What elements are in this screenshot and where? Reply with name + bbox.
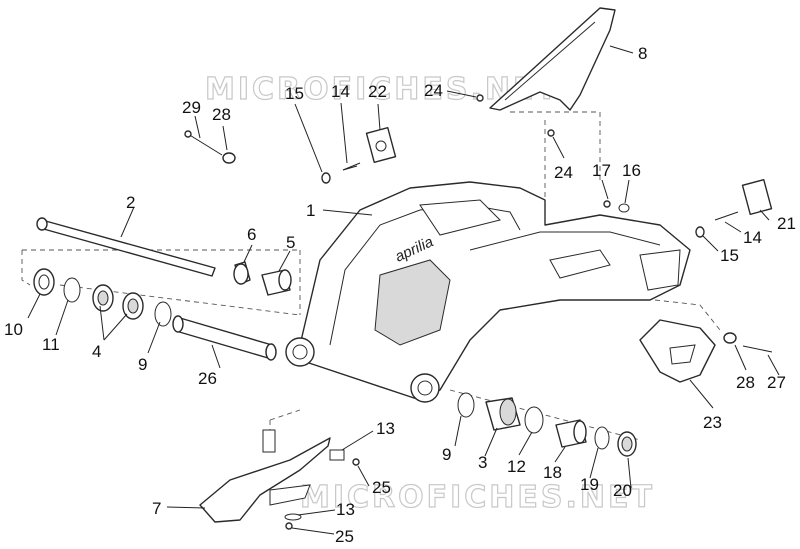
callout-17: 17 [592, 161, 611, 180]
watermark-bottom: MICROFICHES.NET [300, 480, 655, 515]
left-bearing-set [33, 268, 172, 327]
callout-16: 16 [622, 161, 641, 180]
callout-25-lower: 25 [335, 527, 354, 546]
callout-23: 23 [703, 413, 722, 432]
callout-21: 21 [777, 214, 796, 233]
callout-29: 29 [182, 98, 201, 117]
callout-1: 1 [306, 201, 315, 220]
callout-14-right: 14 [743, 228, 762, 247]
callout-24-lower: 24 [554, 163, 573, 182]
leader-lines [27, 45, 780, 535]
right-bearing-set [457, 392, 637, 457]
callout-9-right: 9 [442, 445, 451, 464]
callout-10: 10 [4, 320, 23, 339]
callout-12: 12 [507, 457, 526, 476]
pivot-bushes [233, 261, 292, 296]
swingarm: aprilia [285, 181, 691, 403]
callout-25-upper: 25 [372, 478, 391, 497]
callouts: 1 2 3 4 5 6 7 8 9 9 10 11 12 13 13 14 14… [4, 44, 796, 546]
chain-guide-upper [489, 7, 616, 111]
callout-13-upper: 13 [376, 419, 395, 438]
callout-28-right: 28 [736, 373, 755, 392]
callout-28-left: 28 [212, 105, 231, 124]
chain-slider [199, 429, 331, 523]
callout-6: 6 [247, 225, 256, 244]
spacer-tube [172, 315, 277, 361]
callout-9-left: 9 [138, 355, 147, 374]
callout-15-right: 15 [720, 246, 739, 265]
callout-15-left: 15 [285, 84, 304, 103]
callout-20: 20 [613, 481, 632, 500]
callout-27: 27 [767, 373, 786, 392]
callout-18: 18 [543, 463, 562, 482]
callout-11: 11 [42, 335, 60, 354]
callout-14-left: 14 [331, 82, 350, 101]
callout-5: 5 [286, 233, 295, 252]
callout-24-upper: 24 [424, 81, 443, 100]
callout-7: 7 [152, 499, 161, 518]
fasteners [184, 94, 773, 530]
callout-3: 3 [478, 453, 487, 472]
callout-22: 22 [368, 82, 387, 101]
callout-19: 19 [580, 475, 599, 494]
callout-4: 4 [92, 342, 101, 361]
callout-13-lower: 13 [336, 500, 355, 519]
protector-plate [639, 319, 716, 383]
axle [36, 217, 216, 277]
callout-2: 2 [126, 193, 135, 212]
callout-26: 26 [198, 369, 217, 388]
callout-8: 8 [638, 44, 647, 63]
